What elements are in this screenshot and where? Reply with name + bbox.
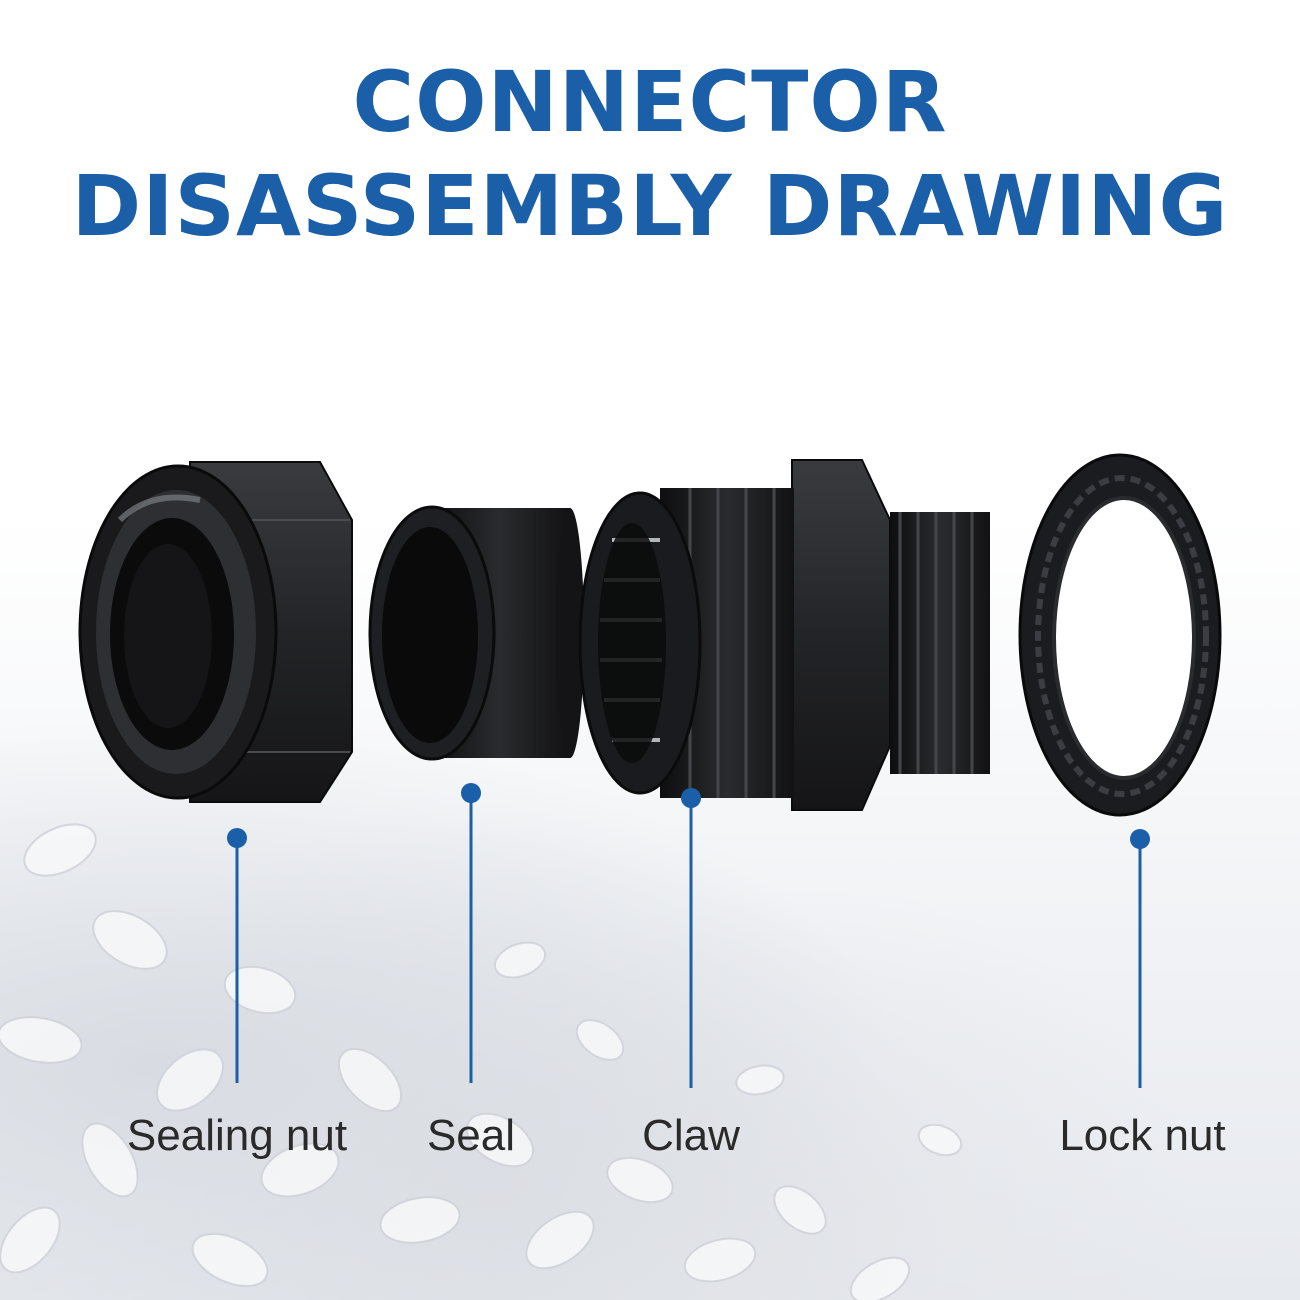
seal-part (368, 505, 584, 761)
callout-dot-lock-nut (1130, 829, 1150, 849)
label-seal: Seal (426, 1111, 516, 1160)
title-line-2: DISASSEMBLY DRAWING (71, 157, 1229, 255)
callout-dot-seal (461, 783, 481, 803)
lock-nut-part (1018, 453, 1222, 817)
callout-dot-claw (681, 788, 701, 808)
label-claw: Claw (642, 1111, 740, 1160)
claw-part (578, 459, 990, 811)
label-lock-nut: Lock nut (1059, 1111, 1226, 1160)
callouts (227, 783, 1150, 1088)
page-title: CONNECTOR DISASSEMBLY DRAWING (0, 50, 1300, 258)
pellet-shapes (0, 823, 963, 1300)
label-sealing-nut: Sealing nut (126, 1111, 348, 1160)
sealing-nut-part (78, 461, 353, 803)
title-line-1: CONNECTOR (352, 53, 948, 151)
callout-dot-sealing-nut (227, 828, 247, 848)
